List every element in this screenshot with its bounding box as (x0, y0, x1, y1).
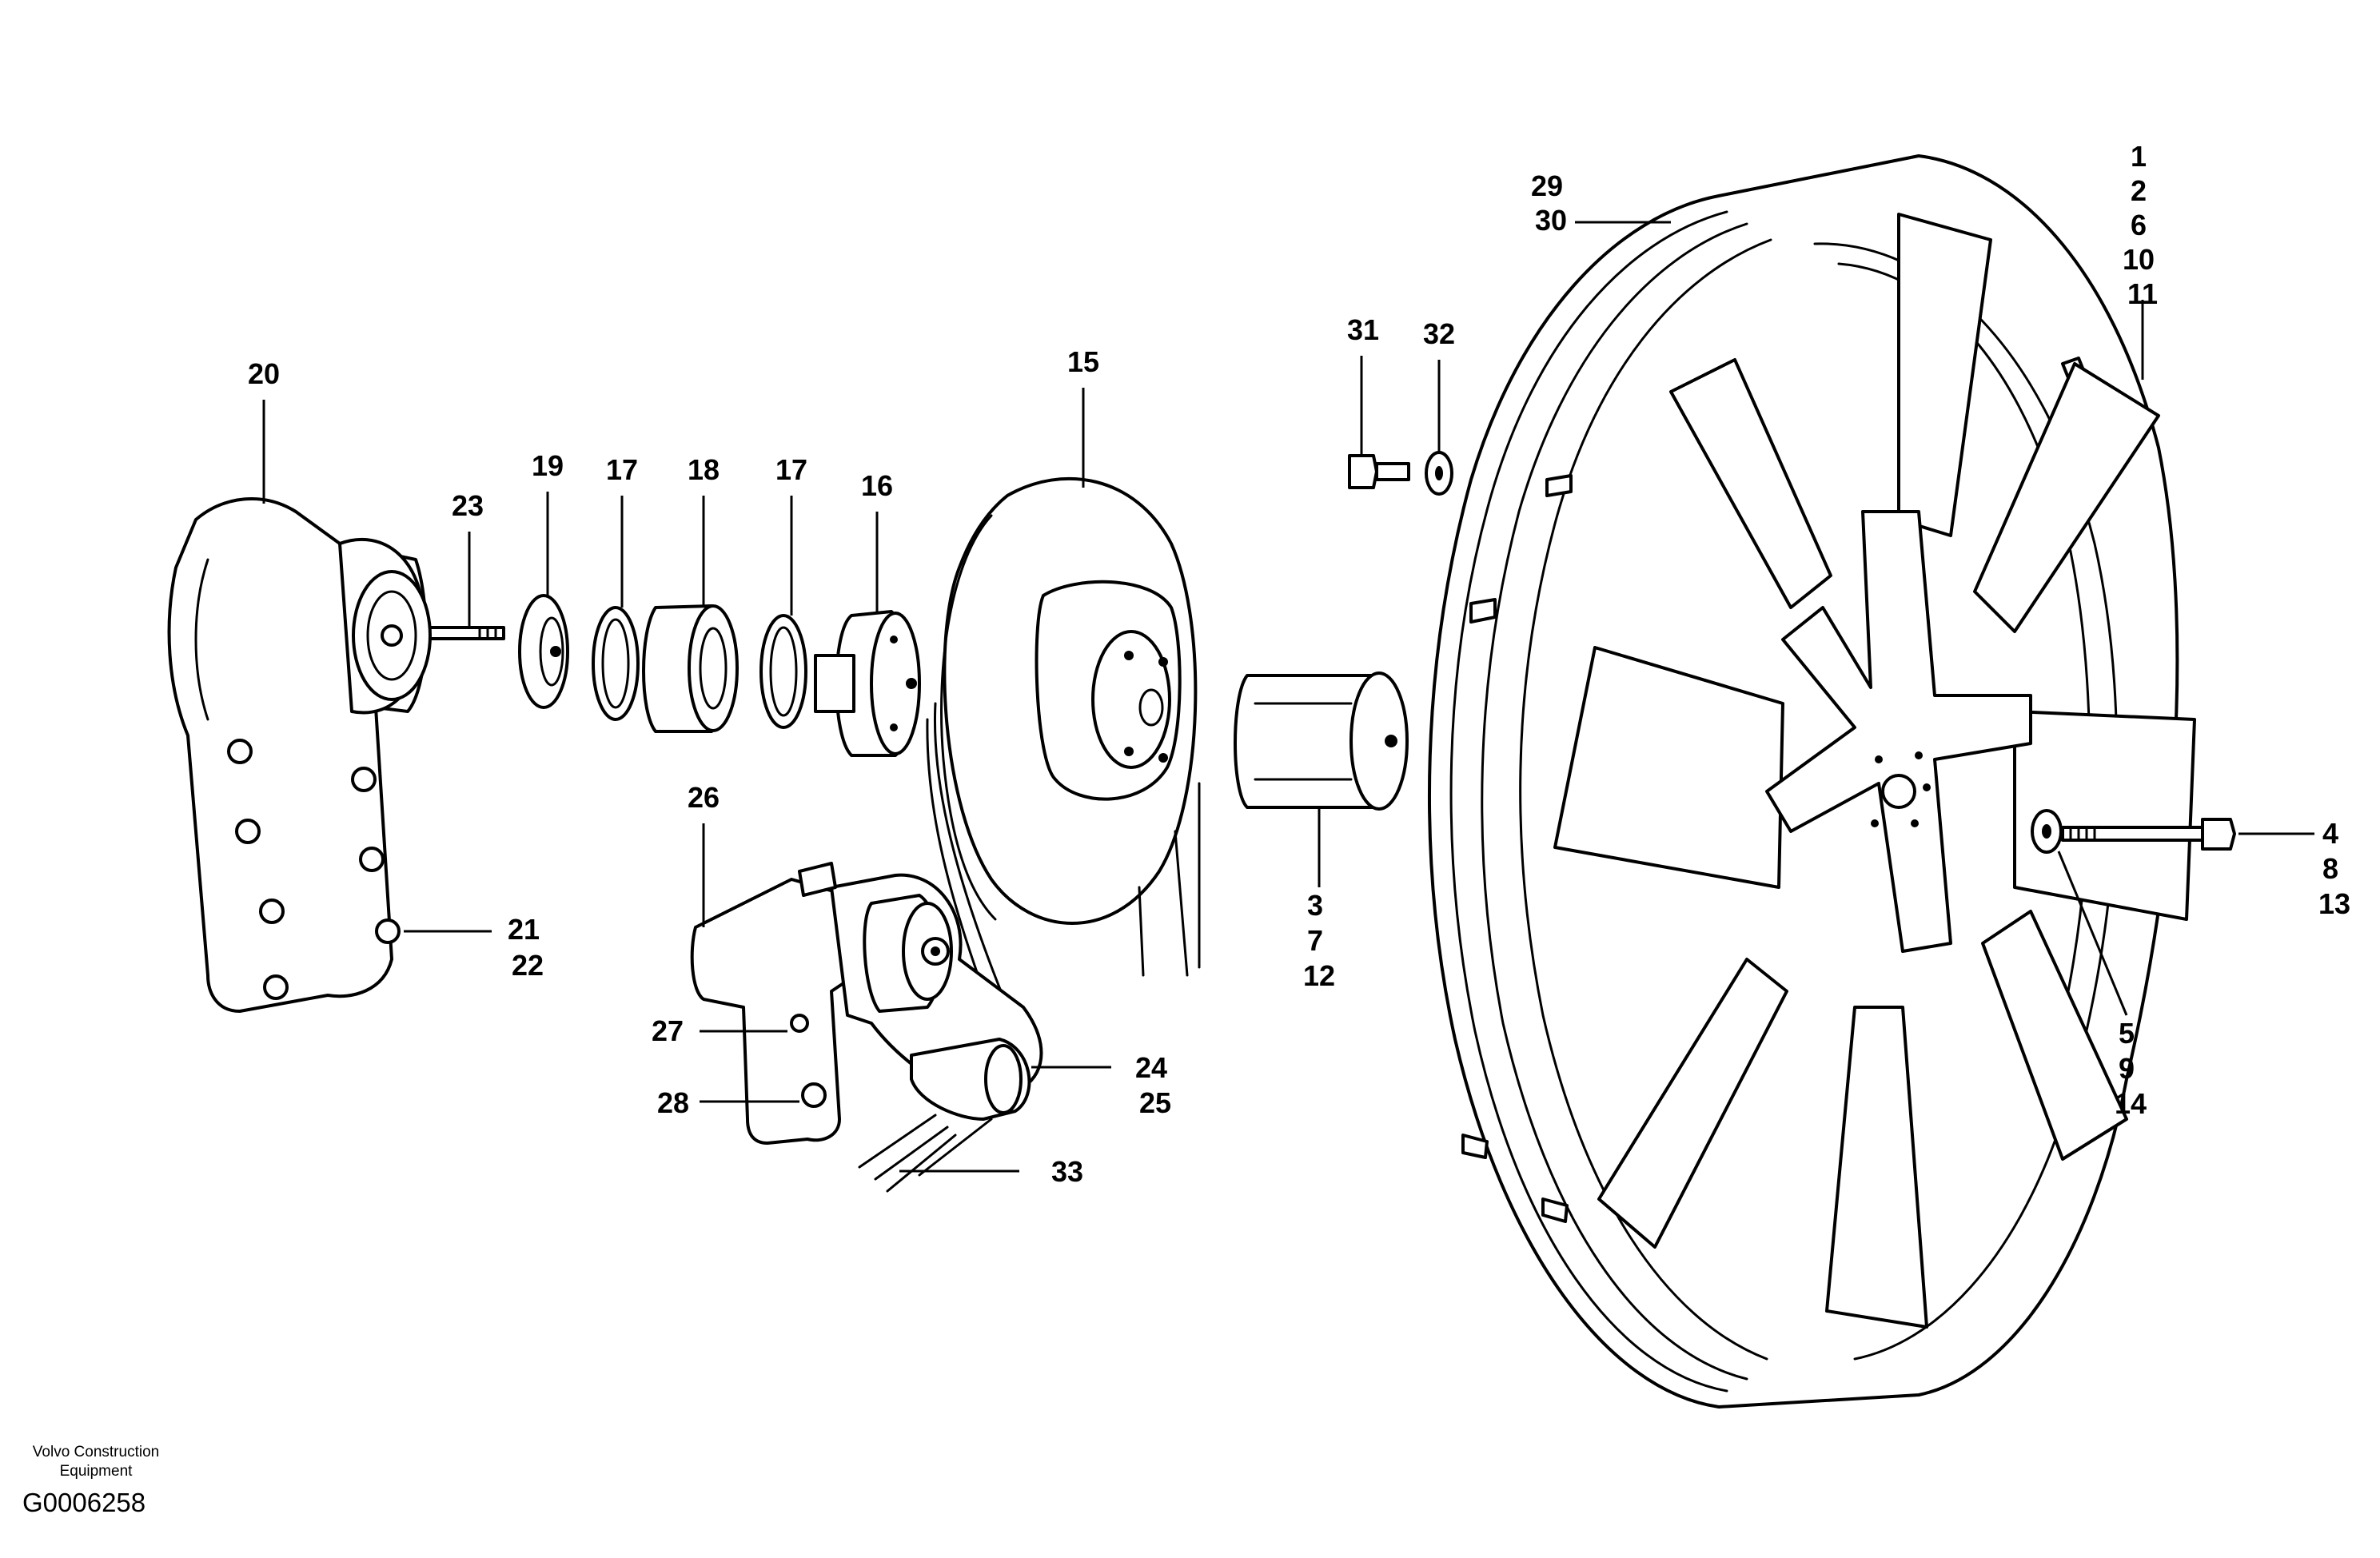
callout-19: 19 (532, 449, 564, 482)
fan-blades (1553, 213, 2196, 1329)
callout-28: 28 (657, 1086, 689, 1119)
circlip-left (592, 606, 640, 721)
drawing-number: G0006258 (22, 1488, 146, 1517)
callout-16: 16 (861, 469, 893, 502)
callout-17b: 17 (775, 453, 807, 486)
leader-lines (262, 221, 2314, 1173)
pulley-hub (814, 610, 921, 757)
fan-spacer (1234, 671, 1409, 811)
callout-26: 26 (688, 781, 720, 814)
small-bolt (1348, 454, 1410, 489)
callout-labels: 1 2 6 10 11 29 30 31 32 20 15 23 19 17 (248, 140, 2350, 1188)
callout-29: 29 30 (1531, 169, 1571, 237)
callout-3: 3 7 12 (1303, 889, 1335, 992)
footer: Volvo Construction Equipment G0006258 (22, 1444, 159, 1517)
fan-pulley (926, 476, 1201, 1025)
fan-bolt (2061, 818, 2236, 851)
callout-24: 24 25 (1135, 1051, 1175, 1119)
fan-washer (2031, 809, 2063, 854)
callout-27: 27 (652, 1014, 684, 1047)
tensioner-pulley (910, 1038, 1031, 1121)
seal-ring (518, 594, 569, 709)
company-name-line2: Equipment (60, 1463, 134, 1480)
callout-20: 20 (248, 357, 280, 390)
callout-5: 5 9 14 (2115, 1017, 2147, 1120)
idler-bracket (167, 497, 432, 1013)
callout-1: 1 2 6 10 11 (2123, 140, 2163, 310)
drive-belt (858, 1114, 993, 1193)
tensioner-bracket (690, 878, 857, 1145)
callout-18: 18 (688, 453, 720, 486)
callout-4: 4 8 13 (2318, 817, 2350, 920)
callout-32: 32 (1423, 317, 1455, 350)
small-washer (1425, 451, 1453, 496)
callout-23: 23 (452, 489, 484, 522)
bearing (642, 604, 739, 733)
company-name-line1: Volvo Construction (33, 1444, 159, 1460)
circlip-right (759, 614, 807, 729)
callout-33: 33 (1051, 1155, 1083, 1188)
callout-15: 15 (1067, 345, 1099, 378)
callout-31: 31 (1347, 313, 1379, 346)
callout-21: 21 22 (508, 913, 548, 982)
callout-17a: 17 (606, 453, 638, 486)
